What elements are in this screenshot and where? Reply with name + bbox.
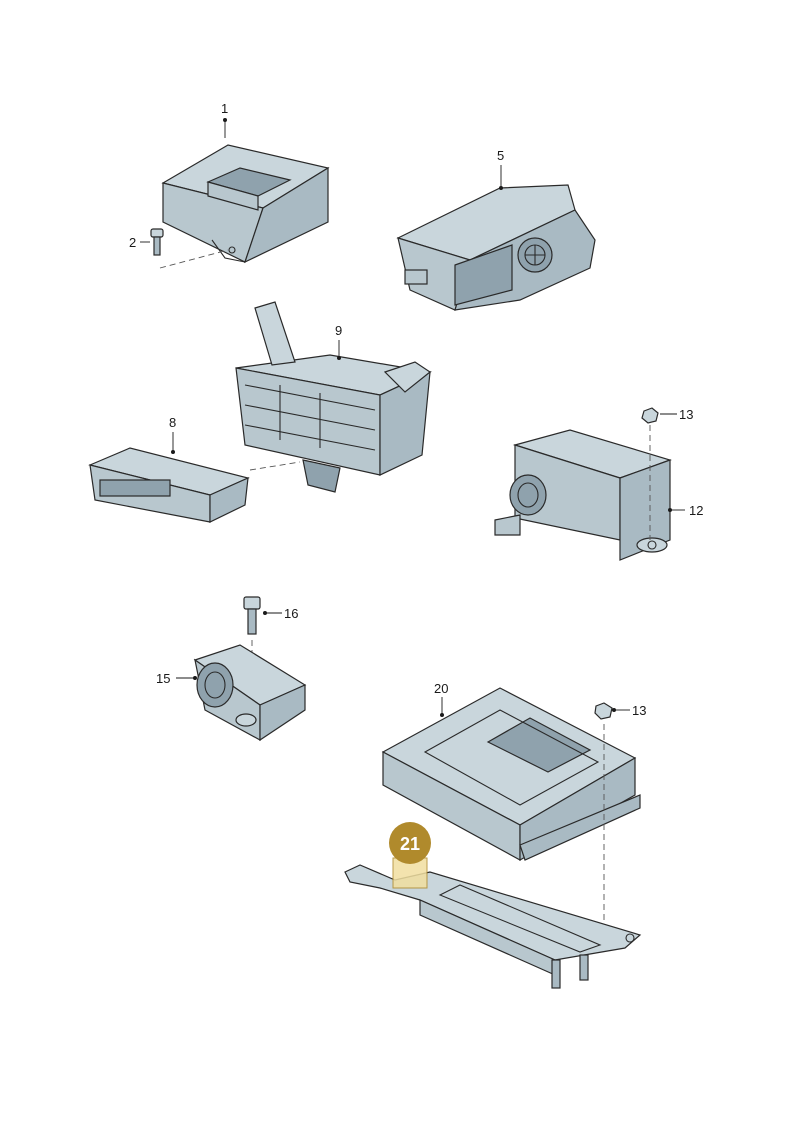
part-9-relay-carrier[interactable] (235, 301, 433, 493)
part-13-nut-upper[interactable] (641, 407, 659, 424)
callout-9: 9 (335, 323, 342, 338)
part-13-nut-lower[interactable] (594, 702, 613, 720)
callout-8: 8 (169, 415, 176, 430)
callout-21: 21 (400, 834, 420, 854)
part-8-connector[interactable] (88, 447, 250, 523)
callout-15: 15 (156, 671, 170, 686)
callout-12: 12 (689, 503, 703, 518)
callout-13-lower: 13 (632, 703, 646, 718)
callout-13-upper: 13 (679, 407, 693, 422)
part-15-sensor[interactable] (193, 644, 307, 742)
callout-16: 16 (284, 606, 298, 621)
part-21-bracket[interactable] (344, 864, 642, 989)
part-1-control-unit[interactable] (161, 144, 330, 264)
part-20-control-module[interactable] (381, 687, 641, 862)
callout-21-badge[interactable]: 21 (389, 822, 431, 864)
part-5-actuator[interactable] (396, 184, 596, 311)
callout-1: 1 (221, 101, 228, 116)
callout-20: 20 (434, 681, 448, 696)
part-12-sensor[interactable] (494, 429, 672, 561)
callout-2: 2 (129, 235, 136, 250)
part-16-bolt[interactable] (243, 596, 261, 635)
callout-5: 5 (497, 148, 504, 163)
part-2-screw[interactable] (150, 228, 164, 256)
